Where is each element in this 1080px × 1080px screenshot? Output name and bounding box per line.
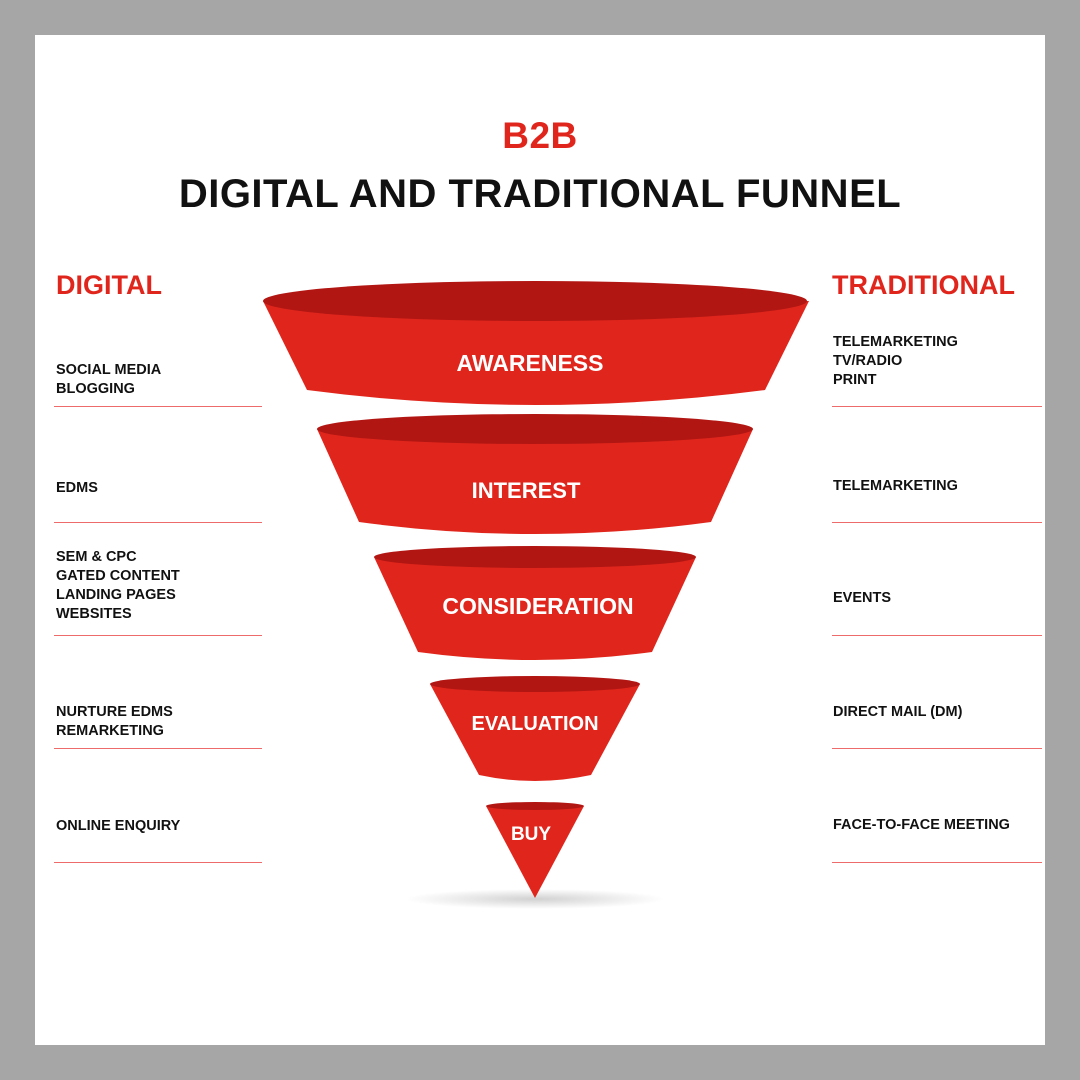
traditional-item-consideration: EVENTS <box>833 589 1039 608</box>
divider <box>832 406 1042 407</box>
traditional-item-line: PRINT <box>833 372 877 388</box>
digital-item-line: SEM & CPC <box>56 549 137 565</box>
digital-item-line: ONLINE ENQUIRY <box>56 818 181 834</box>
divider <box>832 522 1042 523</box>
traditional-item-line: DIRECT MAIL (DM) <box>833 704 963 720</box>
digital-item-interest: EDMS <box>56 479 262 498</box>
traditional-item-line: EVENTS <box>833 590 892 606</box>
digital-item-consideration: SEM & CPC GATED CONTENT LANDING PAGES WE… <box>56 548 262 624</box>
divider <box>54 406 262 407</box>
funnel-stage-interest: INTEREST <box>317 414 753 534</box>
digital-item-line: SOCIAL MEDIA <box>56 362 162 378</box>
funnel-stage-evaluation: EVALUATION <box>430 676 640 781</box>
divider <box>54 635 262 636</box>
digital-item-line: NURTURE EDMS <box>56 704 173 720</box>
digital-item-buy: ONLINE ENQUIRY <box>56 817 262 836</box>
divider <box>832 748 1042 749</box>
divider <box>54 522 262 523</box>
traditional-item-awareness: TELEMARKETING TV/RADIO PRINT <box>833 333 1039 390</box>
divider <box>54 748 262 749</box>
digital-item-awareness: SOCIAL MEDIA BLOGGING <box>56 361 262 399</box>
traditional-item-line: TELEMARKETING <box>833 478 958 494</box>
stage-label-evaluation: EVALUATION <box>471 713 598 735</box>
stage-label-buy: BUY <box>511 824 551 845</box>
divider <box>832 635 1042 636</box>
traditional-heading: TRADITIONAL <box>832 270 1015 300</box>
traditional-item-line: FACE-TO-FACE MEETING <box>833 817 1010 833</box>
page-title: DIGITAL AND TRADITIONAL FUNNEL <box>178 172 902 216</box>
stage-label-interest: INTEREST <box>472 478 581 503</box>
funnel-stage-consideration: CONSIDERATION <box>374 546 696 660</box>
digital-item-line: EDMS <box>56 480 98 496</box>
funnel-shadow <box>405 889 665 909</box>
stage-label-awareness: AWARENESS <box>457 350 604 376</box>
digital-heading: DIGITAL <box>56 270 162 300</box>
funnel-stage-buy: BUY <box>486 802 584 898</box>
traditional-item-interest: TELEMARKETING <box>833 477 1039 496</box>
digital-item-line: WEBSITES <box>56 606 132 622</box>
traditional-item-buy: FACE-TO-FACE MEETING <box>833 816 1039 835</box>
traditional-item-evaluation: DIRECT MAIL (DM) <box>833 703 1039 722</box>
digital-item-line: REMARKETING <box>56 723 164 739</box>
funnel-stage-awareness: AWARENESS <box>263 281 809 405</box>
digital-item-line: BLOGGING <box>56 381 135 397</box>
digital-item-evaluation: NURTURE EDMS REMARKETING <box>56 703 262 741</box>
divider <box>832 862 1042 863</box>
digital-item-line: LANDING PAGES <box>56 587 176 603</box>
traditional-item-line: TELEMARKETING <box>833 334 958 350</box>
divider <box>54 862 262 863</box>
digital-item-line: GATED CONTENT <box>56 568 180 584</box>
traditional-item-line: TV/RADIO <box>833 353 903 369</box>
stage-label-consideration: CONSIDERATION <box>442 593 633 619</box>
title-b2b: B2B <box>502 115 578 156</box>
